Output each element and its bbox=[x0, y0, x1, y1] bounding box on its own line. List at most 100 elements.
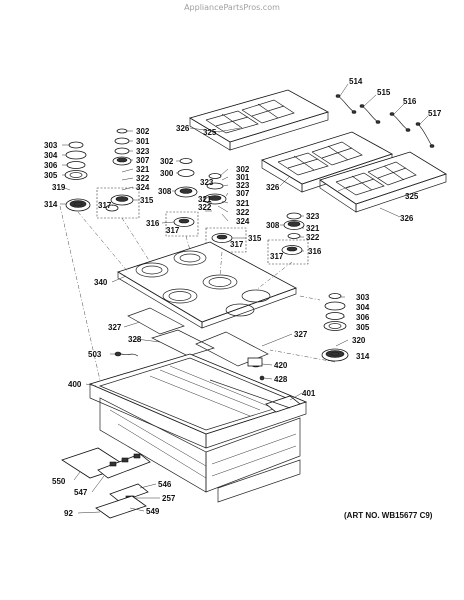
label-321-b: 321 bbox=[198, 195, 212, 204]
label-550: 550 bbox=[52, 477, 66, 486]
label-546: 546 bbox=[158, 480, 172, 489]
label-307-a: 307 bbox=[136, 156, 150, 165]
label-320: 320 bbox=[352, 336, 366, 345]
screw-428[interactable] bbox=[259, 375, 265, 381]
burner-base-center[interactable] bbox=[211, 233, 233, 243]
burner-base-center-left[interactable] bbox=[173, 217, 195, 227]
label-328: 328 bbox=[128, 335, 142, 344]
label-323-c: 323 bbox=[306, 212, 320, 221]
label-325-b: 325 bbox=[405, 192, 419, 201]
burner-box-317-315-left bbox=[96, 187, 140, 219]
label-301-a: 301 bbox=[136, 137, 150, 146]
grate-bumper-514[interactable] bbox=[335, 94, 357, 114]
label-428: 428 bbox=[274, 375, 288, 384]
label-302-b: 302 bbox=[160, 157, 174, 166]
label-317-a: 317 bbox=[98, 201, 112, 210]
label-515: 515 bbox=[377, 88, 391, 97]
label-503: 503 bbox=[88, 350, 102, 359]
gasket-328[interactable] bbox=[151, 329, 215, 357]
label-321-a: 321 bbox=[136, 165, 150, 174]
label-317-c: 317 bbox=[270, 252, 284, 261]
label-305-b: 305 bbox=[356, 323, 370, 332]
label-302-c: 302 bbox=[236, 165, 250, 174]
burner-box-317-316-right bbox=[267, 239, 309, 265]
label-326-b: 326 bbox=[266, 183, 280, 192]
assembly-dashed-lines bbox=[59, 205, 336, 381]
label-315-b: 315 bbox=[248, 234, 262, 243]
label-326-a: 326 bbox=[176, 124, 190, 133]
label-323-b: 323 bbox=[200, 178, 214, 187]
label-326-c: 326 bbox=[400, 214, 414, 223]
burner-base-left[interactable] bbox=[105, 194, 134, 212]
label-302-a: 302 bbox=[136, 127, 150, 136]
label-317-b2: 317 bbox=[230, 240, 244, 249]
label-514: 514 bbox=[349, 77, 363, 86]
label-517: 517 bbox=[428, 109, 442, 118]
grate-bumper-516[interactable] bbox=[389, 112, 411, 132]
label-420: 420 bbox=[274, 361, 288, 370]
label-327-a: 327 bbox=[108, 323, 122, 332]
label-316-b: 316 bbox=[308, 247, 322, 256]
label-325-a: 325 bbox=[203, 128, 217, 137]
grate-bumper-515[interactable] bbox=[359, 104, 381, 124]
igniter-wire-503[interactable] bbox=[114, 351, 139, 357]
label-305-a: 305 bbox=[44, 171, 58, 180]
label-314-b: 314 bbox=[356, 352, 370, 361]
burner-stack-lower-right[interactable] bbox=[321, 293, 349, 362]
burner-stack-left-upper[interactable] bbox=[112, 128, 132, 166]
label-327-b: 327 bbox=[294, 330, 308, 339]
grate-middle[interactable] bbox=[261, 131, 393, 193]
label-322-b: 322 bbox=[198, 203, 212, 212]
grate-bumper-517[interactable] bbox=[415, 122, 435, 148]
bracket-546[interactable] bbox=[109, 483, 149, 503]
chassis-body[interactable] bbox=[88, 353, 308, 503]
label-324-a: 324 bbox=[136, 183, 150, 192]
label-324-b: 324 bbox=[236, 217, 250, 226]
grate-right[interactable] bbox=[319, 151, 447, 213]
manifold-401[interactable] bbox=[209, 379, 301, 413]
board-mount-549[interactable] bbox=[95, 495, 147, 519]
burner-stack-right[interactable] bbox=[283, 212, 305, 239]
label-323-a: 323 bbox=[136, 147, 150, 156]
leader-lines bbox=[60, 83, 429, 514]
label-303-b: 303 bbox=[356, 293, 370, 302]
label-340: 340 bbox=[94, 278, 108, 287]
burner-box-317-center-left bbox=[165, 211, 199, 237]
burner-stack-left[interactable] bbox=[64, 141, 91, 212]
label-323-b2: 323 bbox=[236, 181, 250, 190]
label-322-a: 322 bbox=[136, 174, 150, 183]
label-301-b: 301 bbox=[236, 173, 250, 182]
label-304-a: 304 bbox=[44, 151, 58, 160]
label-321-d: 321 bbox=[306, 224, 320, 233]
label-317-b: 317 bbox=[166, 226, 180, 235]
label-316-a: 316 bbox=[146, 219, 160, 228]
label-516: 516 bbox=[403, 97, 417, 106]
gasket-327-right[interactable] bbox=[195, 331, 269, 367]
label-303-a: 303 bbox=[44, 141, 58, 150]
gasket-327-left[interactable] bbox=[127, 307, 185, 335]
label-315-a: 315 bbox=[140, 196, 154, 205]
label-549: 549 bbox=[146, 507, 160, 516]
label-321-c: 321 bbox=[236, 199, 250, 208]
label-300: 300 bbox=[160, 169, 174, 178]
label-322-d: 322 bbox=[306, 233, 320, 242]
label-92: 92 bbox=[64, 509, 73, 518]
label-314-a: 314 bbox=[44, 200, 58, 209]
label-308-a: 308 bbox=[158, 187, 172, 196]
burner-stack-center[interactable] bbox=[174, 158, 227, 205]
label-306-b: 306 bbox=[356, 313, 370, 322]
grate-left[interactable] bbox=[189, 89, 330, 151]
control-board-547[interactable] bbox=[97, 453, 151, 479]
label-400: 400 bbox=[68, 380, 82, 389]
label-308-b: 308 bbox=[266, 221, 280, 230]
label-307-b: 307 bbox=[236, 189, 250, 198]
label-319: 319 bbox=[52, 183, 66, 192]
cooktop-surface[interactable] bbox=[117, 241, 297, 329]
label-306-a: 306 bbox=[44, 161, 58, 170]
valve-420[interactable] bbox=[247, 357, 263, 368]
part-labels: 514 515 516 517 326 325 326 325 326 303 … bbox=[44, 77, 442, 518]
burner-base-right[interactable] bbox=[281, 245, 303, 255]
label-304-b: 304 bbox=[356, 303, 370, 312]
label-322-c: 322 bbox=[236, 208, 250, 217]
